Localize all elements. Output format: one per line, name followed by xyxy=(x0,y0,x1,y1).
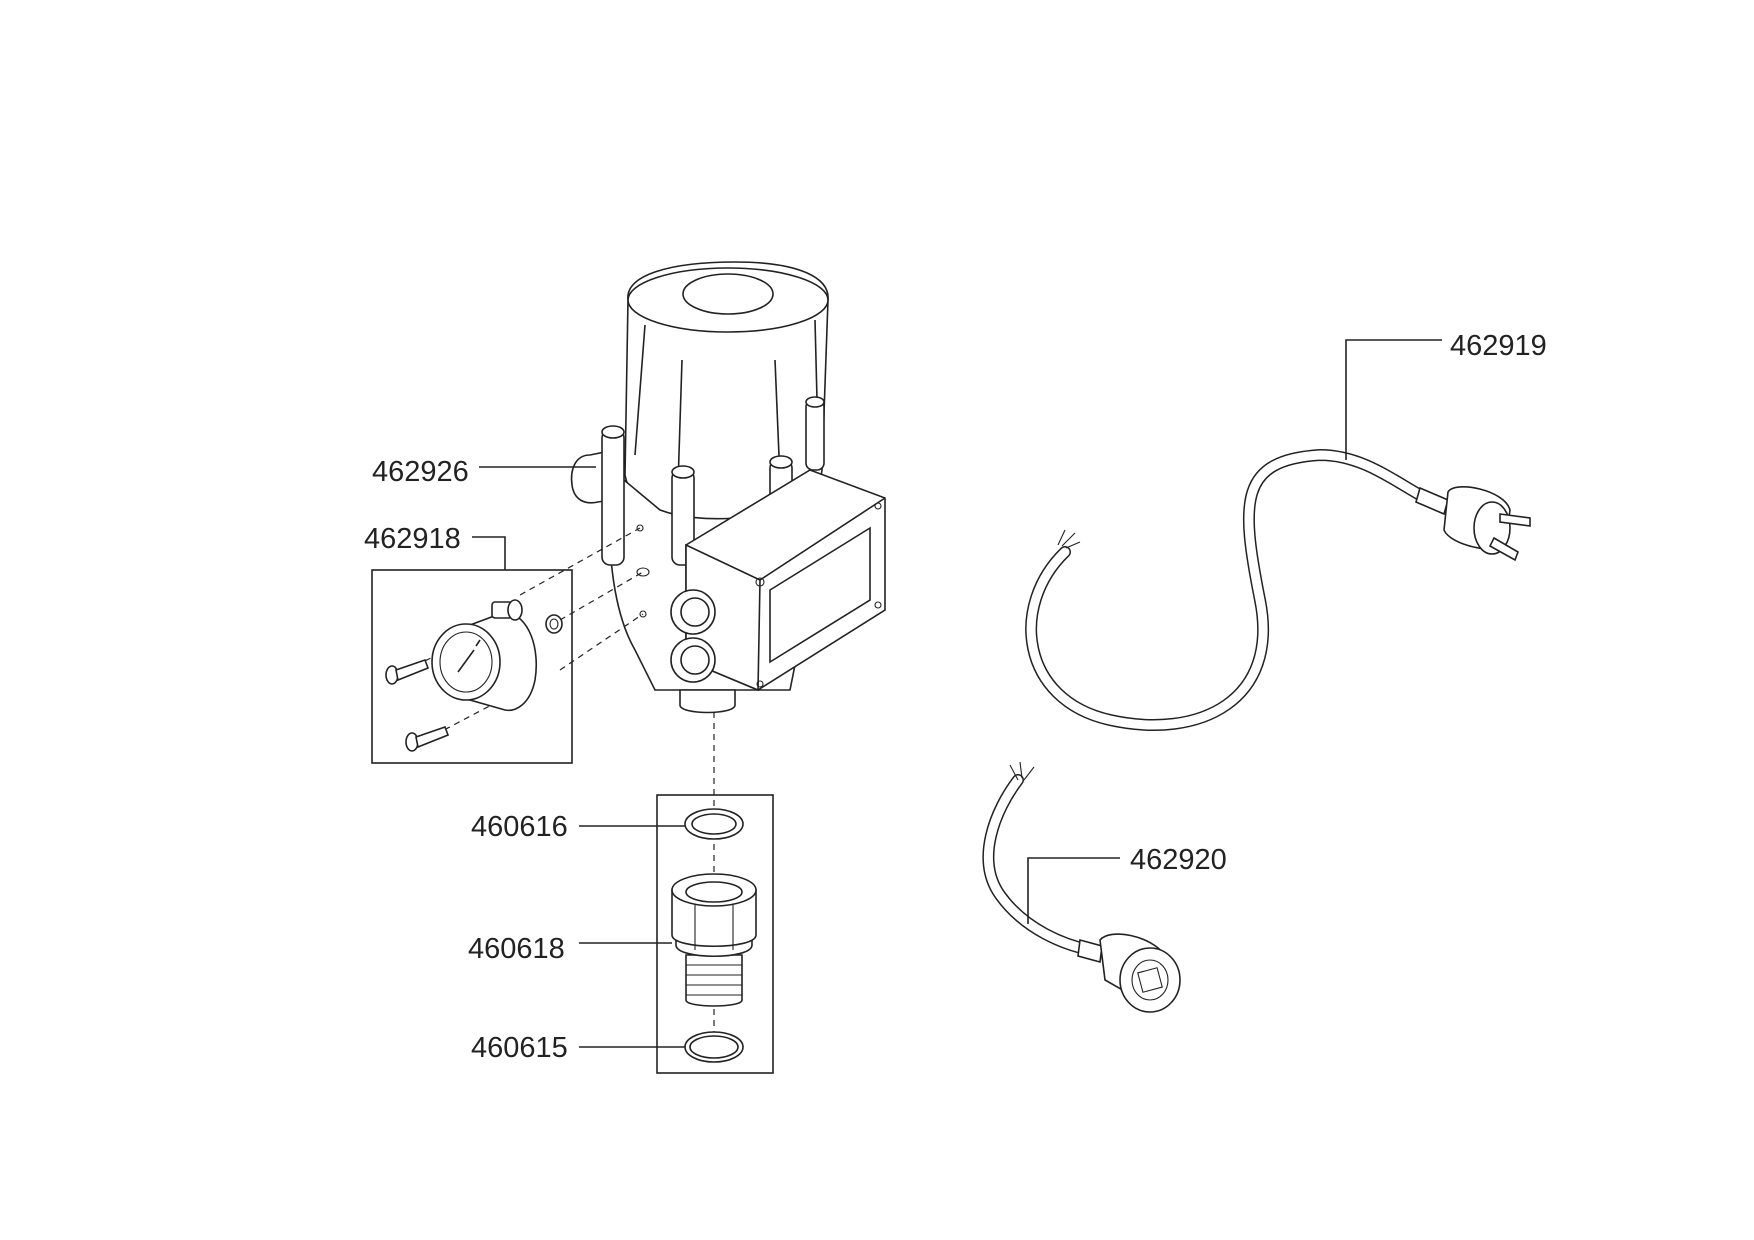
part-labels: 462926 462918 460616 460618 460615 46291… xyxy=(364,330,1547,1064)
gauge-assembly-frame xyxy=(371,569,573,764)
label-460618: 460618 xyxy=(468,933,565,965)
gauge-assembly xyxy=(371,527,644,764)
power-cable-plug xyxy=(1025,448,1531,731)
extension-cable-socket xyxy=(982,761,1181,1013)
label-460615: 460615 xyxy=(471,1032,568,1064)
leader-lines xyxy=(472,339,1442,1048)
label-462918: 462918 xyxy=(364,523,461,555)
label-462919: 462919 xyxy=(1450,330,1547,362)
check-valve-fitting xyxy=(671,873,757,1007)
seal-ring-upper xyxy=(684,808,744,840)
screw-lower xyxy=(405,725,450,752)
pump-control-unit xyxy=(570,261,886,714)
label-462926: 462926 xyxy=(372,456,469,488)
label-460616: 460616 xyxy=(471,811,568,843)
screw-upper xyxy=(385,658,430,685)
check-valve-frame xyxy=(656,794,774,1074)
seal-ring-lower xyxy=(684,1031,744,1063)
label-462920: 462920 xyxy=(1130,844,1227,876)
check-valve-assembly xyxy=(656,712,774,1074)
